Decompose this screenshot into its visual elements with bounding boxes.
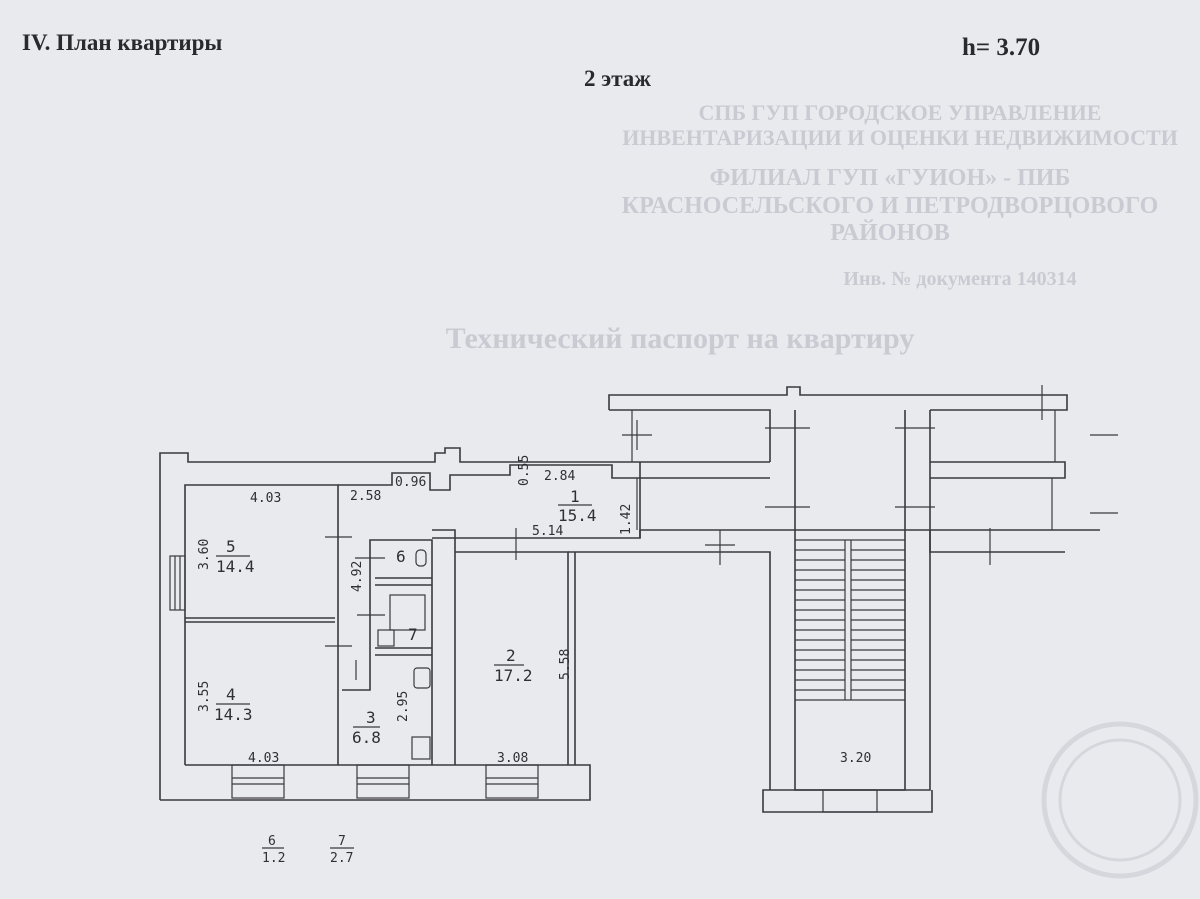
- sink-icon: [377, 629, 395, 647]
- svg-text:2.84: 2.84: [544, 469, 575, 484]
- bleed-through-text: Технический паспорт на квартиру: [445, 322, 915, 355]
- svg-text:6: 6: [268, 834, 276, 849]
- door-marks: [325, 385, 1118, 680]
- svg-text:17.2: 17.2: [494, 666, 533, 685]
- svg-text:4: 4: [226, 685, 236, 704]
- room-5-label: 514.4: [216, 537, 255, 576]
- room-2-label: 217.2: [494, 646, 533, 685]
- svg-text:0.55: 0.55: [517, 455, 532, 486]
- svg-text:0.96: 0.96: [395, 475, 426, 490]
- room-7-area-note: 72.7: [330, 834, 354, 866]
- svg-text:4.92: 4.92: [350, 561, 365, 592]
- svg-text:2: 2: [506, 646, 516, 665]
- floor-label: 2 этаж: [584, 66, 651, 91]
- svg-text:7: 7: [338, 834, 346, 849]
- svg-text:5.14: 5.14: [532, 524, 563, 539]
- svg-text:5.58: 5.58: [558, 649, 573, 680]
- ceiling-height: h= 3.70: [962, 34, 1041, 61]
- seal-watermark: [1041, 721, 1199, 879]
- svg-text:1: 1: [570, 487, 580, 506]
- bleed-through-text: ФИЛИАЛ ГУП «ГУИОН» - ПИБ КРАСНОСЕЛЬСКОГО…: [621, 165, 1159, 247]
- svg-text:5: 5: [226, 537, 236, 556]
- svg-text:3.60: 3.60: [197, 539, 212, 570]
- room-7-label: 7: [408, 625, 418, 644]
- svg-text:2.7: 2.7: [330, 851, 353, 866]
- fixtures: [377, 549, 431, 760]
- stove-icon: [411, 736, 431, 760]
- svg-text:3.55: 3.55: [197, 681, 212, 712]
- windows: [169, 555, 539, 799]
- bathtub-icon: [389, 594, 426, 631]
- svg-text:1.2: 1.2: [262, 851, 285, 866]
- svg-text:3: 3: [366, 708, 376, 727]
- room-6-label: 6: [396, 547, 406, 566]
- svg-text:6.8: 6.8: [352, 728, 381, 747]
- svg-text:4.03: 4.03: [250, 491, 281, 506]
- room-3-label: 36.8: [352, 708, 381, 747]
- svg-text:2.95: 2.95: [396, 691, 411, 722]
- svg-text:3.20: 3.20: [840, 751, 871, 766]
- svg-text:1.42: 1.42: [619, 504, 634, 535]
- page-title: IV. План квартиры: [22, 30, 223, 55]
- bleed-through-text: Инв. № документа 140314: [843, 268, 1077, 290]
- svg-text:15.4: 15.4: [558, 506, 597, 525]
- dimension-labels: 4.03 3.60 2.58 0.96 0.55 2.84 1.42 5.14 …: [197, 455, 871, 766]
- svg-text:4.03: 4.03: [248, 751, 279, 766]
- room-4-label: 414.3: [214, 685, 253, 724]
- staircase: [795, 539, 905, 813]
- kitchen-sink-icon: [413, 667, 431, 689]
- bleed-through-text: СПБ ГУП ГОРОДСКОЕ УПРАВЛЕНИЕ ИНВЕНТАРИЗА…: [622, 100, 1178, 151]
- svg-text:14.4: 14.4: [216, 557, 255, 576]
- apartment-walls: [159, 447, 1100, 801]
- room-6-area-note: 61.2: [262, 834, 285, 866]
- svg-text:14.3: 14.3: [214, 705, 253, 724]
- svg-text:3.08: 3.08: [497, 751, 528, 766]
- svg-text:2.58: 2.58: [350, 489, 381, 504]
- room-1-label: 115.4: [558, 487, 597, 525]
- toilet-icon: [415, 549, 427, 567]
